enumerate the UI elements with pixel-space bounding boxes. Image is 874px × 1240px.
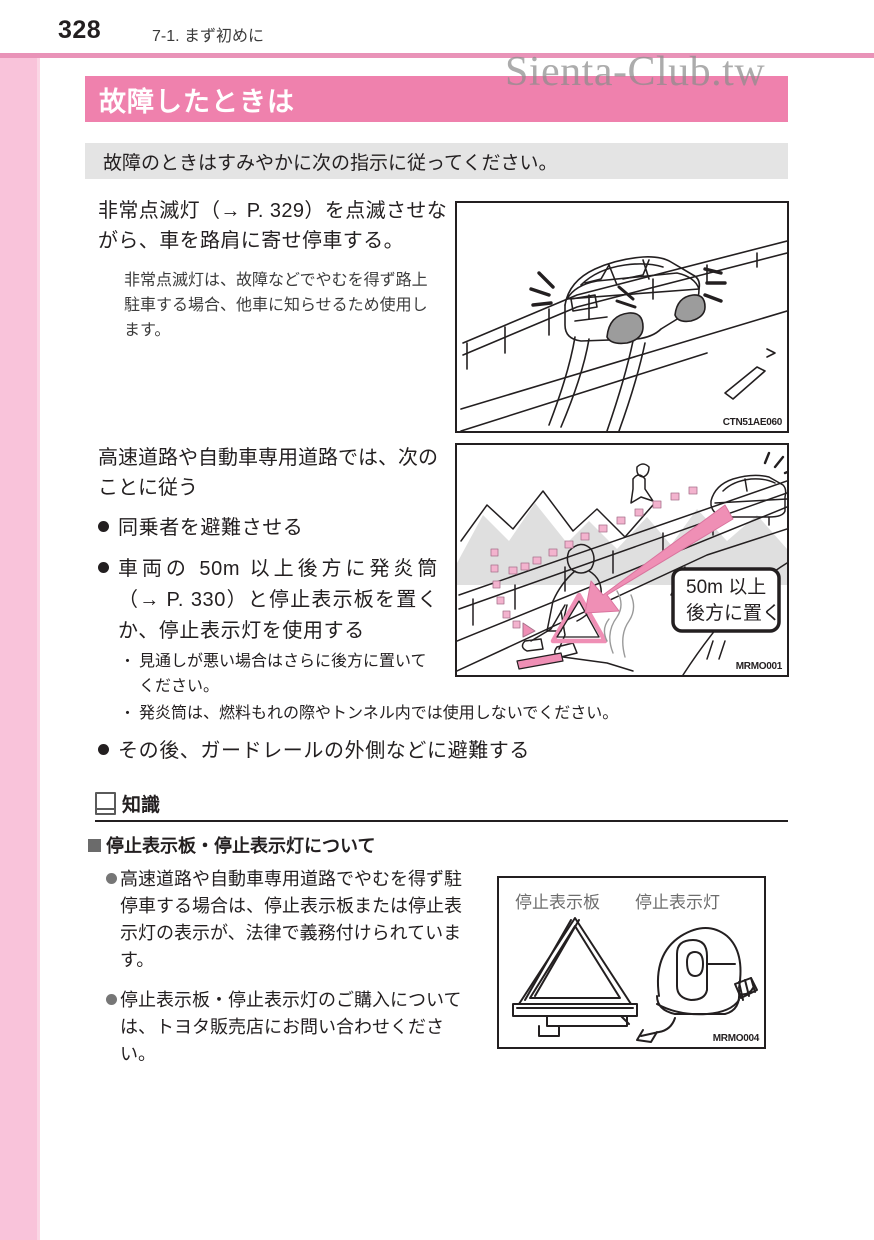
- figure-code-middle: MRMO001: [735, 661, 783, 672]
- bullet-dot-icon: [98, 521, 109, 532]
- knowledge-heading-text: 知識: [122, 795, 161, 816]
- step-2-bullet-2-text: 車両の 50m 以上後方に発炎筒（→ P. 330）と停止表示板を置くか、停止表…: [118, 558, 438, 642]
- figure-label-warning-lamp: 停止表示灯: [635, 893, 720, 912]
- figure-warning-devices-drawing: [512, 917, 758, 1043]
- bullet-dot-icon: [98, 562, 109, 573]
- figure-code-bottom: MRMO004: [712, 1033, 760, 1044]
- figure-hazard-car-drawing: [460, 240, 787, 431]
- step-2-bullet-2: 車両の 50m 以上後方に発炎筒（→ P. 330）と停止表示板を置くか、停止表…: [98, 554, 450, 647]
- knowledge-subheading: 停止表示板・停止表示灯について: [88, 832, 375, 858]
- figure-roadside-scene: MRMO001: [455, 443, 789, 677]
- left-edge-pink-band-inner: [37, 53, 40, 1240]
- subtitle-bar: 故障のときはすみやかに次の指示に従ってください。: [85, 143, 788, 179]
- bullet-dot-icon: [106, 994, 117, 1005]
- knowledge-bullet-1: 高速道路や自動車専用道路でやむを得ず駐停車する場合は、停止表示板または停止表示灯…: [106, 866, 476, 974]
- subbullet-mark: ・: [120, 705, 136, 722]
- knowledge-bullet-1-text: 高速道路や自動車専用道路でやむを得ず駐停車する場合は、停止表示板または停止表示灯…: [120, 869, 462, 970]
- section-label: 7-1. まず初めに: [152, 28, 265, 45]
- step-2-intro: 高速道路や自動車専用道路では、次のことに従う: [98, 447, 438, 499]
- figure-label-warning-triangle: 停止表示板: [515, 893, 600, 912]
- square-bullet-icon: [88, 838, 101, 852]
- knowledge-heading: 知識: [95, 790, 788, 822]
- step-1-block: 非常点滅灯（→ P. 329）を点滅させながら、車を路肩に寄せ停車する。 非常点…: [98, 196, 448, 343]
- step-2-subbullet-2-text: 発炎筒は、燃料もれの際やトンネル内では使用しないでください。: [139, 705, 619, 722]
- step-2-bullet-3: その後、ガードレールの外側などに避難する: [98, 736, 778, 767]
- step-2-subbullet-2: ・ 発炎筒は、燃料もれの際やトンネル内では使用しないでください。: [120, 701, 800, 726]
- knowledge-subheading-text: 停止表示板・停止表示灯について: [106, 836, 376, 856]
- header-rule: [0, 53, 874, 58]
- figure-code-top: CTN51AE060: [722, 417, 783, 428]
- subtitle-text: 故障のときはすみやかに次の指示に従ってください。: [103, 152, 558, 174]
- step-1-instruction: 非常点滅灯（→ P. 329）を点滅させながら、車を路肩に寄せ停車する。: [98, 200, 448, 252]
- subbullet-mark: ・: [120, 653, 136, 670]
- step-2-subbullet-1-text: 見通しが悪い場合はさらに後方に置いてください。: [139, 653, 427, 695]
- step-1-note: 非常点滅灯は、故障などでやむを得ず路上駐車する場合、他車に知らせるため使用します…: [124, 272, 428, 339]
- step-2-bullet-1: 同乗者を避難させる: [98, 513, 450, 544]
- step-2-bullet-3-text: その後、ガードレールの外側などに避難する: [118, 740, 530, 762]
- figure-callout-line-1: 50m 以上: [686, 577, 767, 598]
- step-2-subbullet-1: ・ 見通しが悪い場合はさらに後方に置いてください。: [120, 649, 450, 699]
- figure-warning-devices: MRMO004: [497, 876, 766, 1049]
- figure-hazard-car: CTN51AE060: [455, 201, 789, 433]
- figure-callout-box: [671, 567, 781, 633]
- step-2-bullet-1-text: 同乗者を避難させる: [118, 517, 304, 539]
- step-2-block: 高速道路や自動車専用道路では、次のことに従う 同乗者を避難させる 車両の 50m…: [98, 443, 618, 767]
- knowledge-bullet-2-text: 停止表示板・停止表示灯のご購入については、トヨタ販売店にお問い合わせください。: [120, 990, 462, 1064]
- knowledge-bullet-2: 停止表示板・停止表示灯のご購入については、トヨタ販売店にお問い合わせください。: [106, 987, 476, 1068]
- figure-roadside-scene-drawing: [457, 451, 787, 675]
- knowledge-bullets: 高速道路や自動車専用道路でやむを得ず駐停車する場合は、停止表示板または停止表示灯…: [106, 866, 476, 1081]
- bullet-dot-icon: [98, 744, 109, 755]
- figure-callout-line-2: 後方に置く: [686, 603, 782, 624]
- section-title-bar: 故障したときは: [85, 76, 788, 122]
- book-icon: [95, 792, 116, 815]
- page-number: 328: [58, 16, 102, 44]
- bullet-dot-icon: [106, 873, 117, 884]
- page-title: 故障したときは: [99, 86, 295, 117]
- left-edge-pink-band: [0, 53, 37, 1240]
